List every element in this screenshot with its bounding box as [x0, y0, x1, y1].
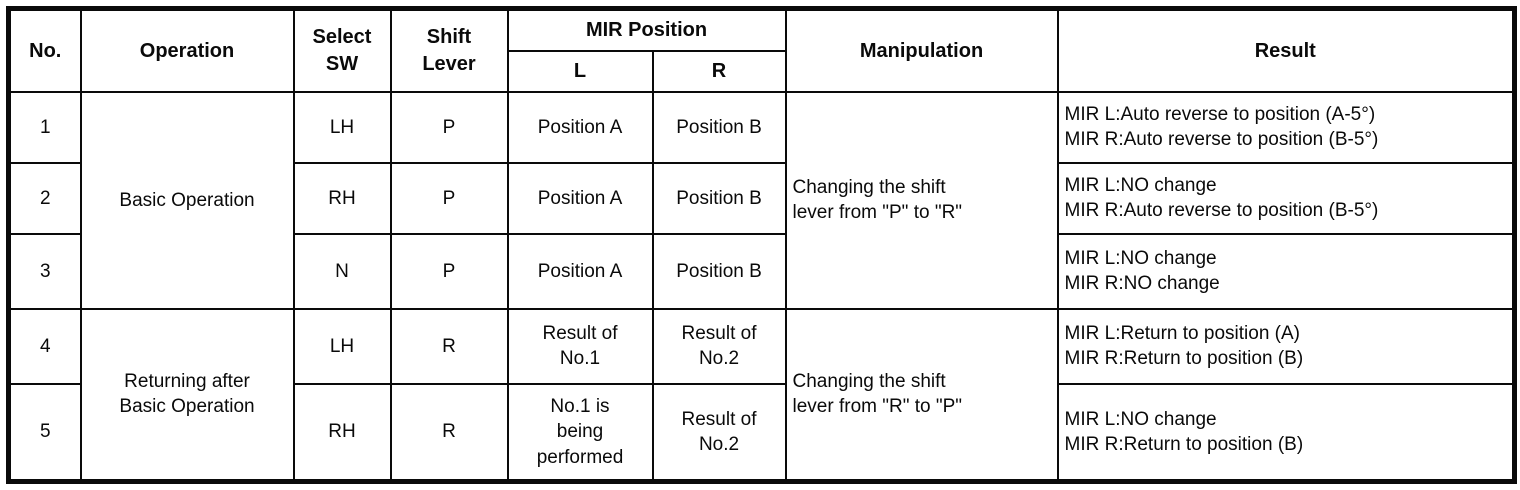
- cell-no: 4: [7, 307, 82, 386]
- cell-shift-lever: R: [389, 307, 509, 386]
- cell-result: MIR L:NO change MIR R:Auto reverse to po…: [1056, 161, 1516, 235]
- header-manipulation: Manipulation: [784, 7, 1059, 93]
- cell-select-sw: RH: [292, 161, 392, 235]
- cell-no: 1: [7, 90, 82, 164]
- cell-select-sw: RH: [292, 383, 392, 483]
- cell-select-sw: LH: [292, 90, 392, 164]
- cell-shift-lever: R: [389, 383, 509, 483]
- cell-manipulation-p-to-r: Changing the shift lever from "P" to "R": [784, 90, 1059, 310]
- header-mir-l: L: [506, 50, 654, 93]
- header-shift-lever: Shift Lever: [389, 7, 509, 93]
- cell-mir-l: Result of No.1: [506, 307, 654, 386]
- header-mir-position: MIR Position: [506, 7, 787, 53]
- cell-mir-r: Position B: [651, 161, 787, 235]
- cell-no: 5: [7, 383, 82, 483]
- cell-result: MIR L:Auto reverse to position (A-5°) MI…: [1056, 90, 1516, 164]
- cell-select-sw: LH: [292, 307, 392, 386]
- header-result: Result: [1056, 7, 1516, 93]
- header-mir-r: R: [651, 50, 787, 93]
- cell-shift-lever: P: [389, 232, 509, 310]
- table-row-3: 3 N P Position A Position B MIR L:NO cha…: [7, 232, 1516, 310]
- cell-mir-l: No.1 is being performed: [506, 383, 654, 483]
- cell-mir-l: Position A: [506, 232, 654, 310]
- cell-no: 2: [7, 161, 82, 235]
- cell-mir-l: Position A: [506, 161, 654, 235]
- table-row-4: 4 Returning after Basic Operation LH R R…: [7, 307, 1516, 483]
- header-no: No.: [7, 7, 82, 93]
- table-row-5: 5 RH R No.1 is being performed Result of…: [7, 383, 1516, 483]
- cell-mir-l: Position A: [506, 90, 654, 164]
- cell-shift-lever: P: [389, 161, 509, 235]
- table-row-1: 1 Basic Operation LH P Position A Positi…: [7, 90, 1516, 310]
- header-operation: Operation: [79, 7, 295, 93]
- cell-manipulation-r-to-p: Changing the shift lever from "R" to "P": [784, 307, 1059, 483]
- cell-no: 3: [7, 232, 82, 310]
- cell-operation-returning: Returning after Basic Operation: [79, 307, 295, 483]
- cell-mir-r: Result of No.2: [651, 307, 787, 386]
- header-row-bottom: L R: [9, 50, 1515, 93]
- cell-mir-r: Position B: [651, 232, 787, 310]
- cell-select-sw: N: [292, 232, 392, 310]
- mirror-operation-table: No. Operation Select SW Shift Lever MIR …: [6, 6, 1518, 484]
- cell-result: MIR L:Return to position (A) MIR R:Retur…: [1056, 307, 1516, 386]
- cell-result: MIR L:NO change MIR R:Return to position…: [1056, 383, 1516, 483]
- header-row-top: No. Operation Select SW Shift Lever MIR …: [7, 7, 1516, 93]
- cell-mir-r: Position B: [651, 90, 787, 164]
- table-row-2: 2 RH P Position A Position B MIR L:NO ch…: [7, 161, 1516, 235]
- header-select-sw: Select SW: [292, 7, 392, 93]
- cell-shift-lever: P: [389, 90, 509, 164]
- cell-result: MIR L:NO change MIR R:NO change: [1056, 232, 1516, 310]
- cell-operation-basic: Basic Operation: [79, 90, 295, 310]
- cell-mir-r: Result of No.2: [651, 383, 787, 483]
